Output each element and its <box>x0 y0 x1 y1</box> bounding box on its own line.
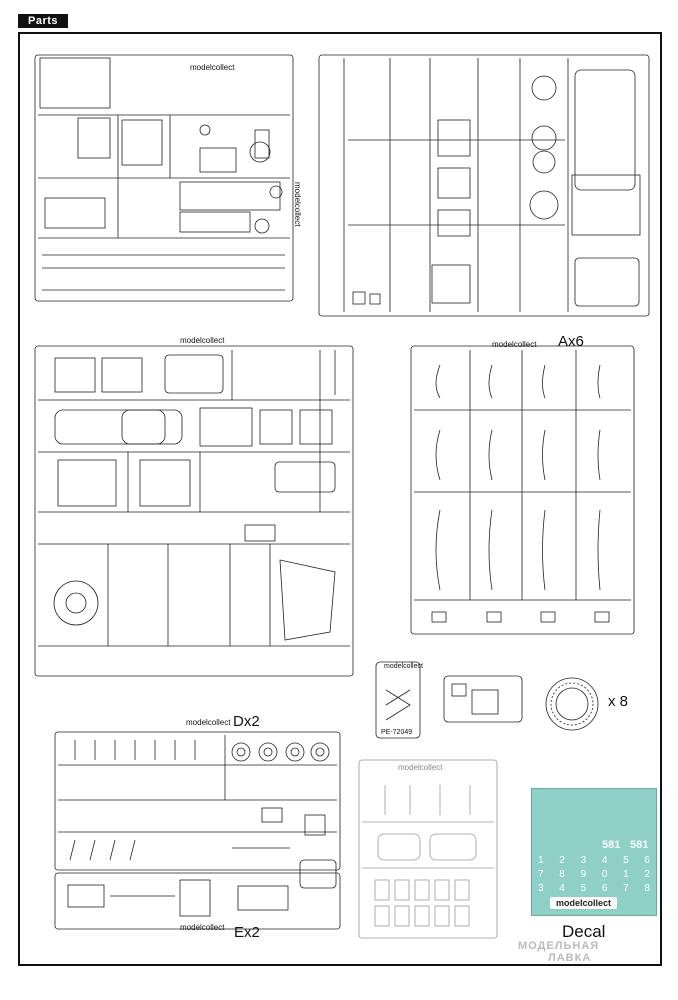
tire-drawing <box>545 677 599 731</box>
sprue-d-brand: modelcollect <box>186 718 231 727</box>
decal-label: Decal <box>562 922 606 941</box>
sprue-b-brand: modelcollect <box>293 182 302 227</box>
tire-count: x 8 <box>608 693 629 710</box>
watermark: МОДЕЛЬНАЯ ЛАВКА <box>518 940 600 964</box>
decal-brand: modelcollect <box>550 897 618 909</box>
sprue-e-count: Ex2 <box>234 924 260 941</box>
sprue-t-brand: modelcollect <box>398 763 443 772</box>
sprue-a-brand: modelcollect <box>492 340 537 349</box>
sprue-t <box>358 759 498 939</box>
pe-code: PE-72049 <box>381 729 413 736</box>
pe-fret-1 <box>375 661 421 739</box>
decal-number-a: 581 <box>602 839 621 851</box>
decal-number-b: 581 <box>630 839 649 851</box>
parts-tab: Parts <box>18 14 68 28</box>
sprue-e <box>54 859 341 930</box>
sprue-c-brand: modelcollect <box>190 63 235 72</box>
sprue-a <box>410 345 635 635</box>
pe-fret-2 <box>443 675 523 723</box>
sprue-n-brand: modelcollect <box>180 336 225 345</box>
sprue-d-count: Dx2 <box>233 713 260 730</box>
sprue-a-count: Ax6 <box>558 333 584 350</box>
sprue-d <box>54 731 341 871</box>
pe-brand: modelcollect <box>384 663 423 670</box>
parts-frame <box>18 32 662 966</box>
sprue-e-brand: modelcollect <box>180 923 225 932</box>
sprue-n <box>34 345 354 677</box>
sprue-c <box>34 54 294 302</box>
sprue-b <box>318 54 650 317</box>
